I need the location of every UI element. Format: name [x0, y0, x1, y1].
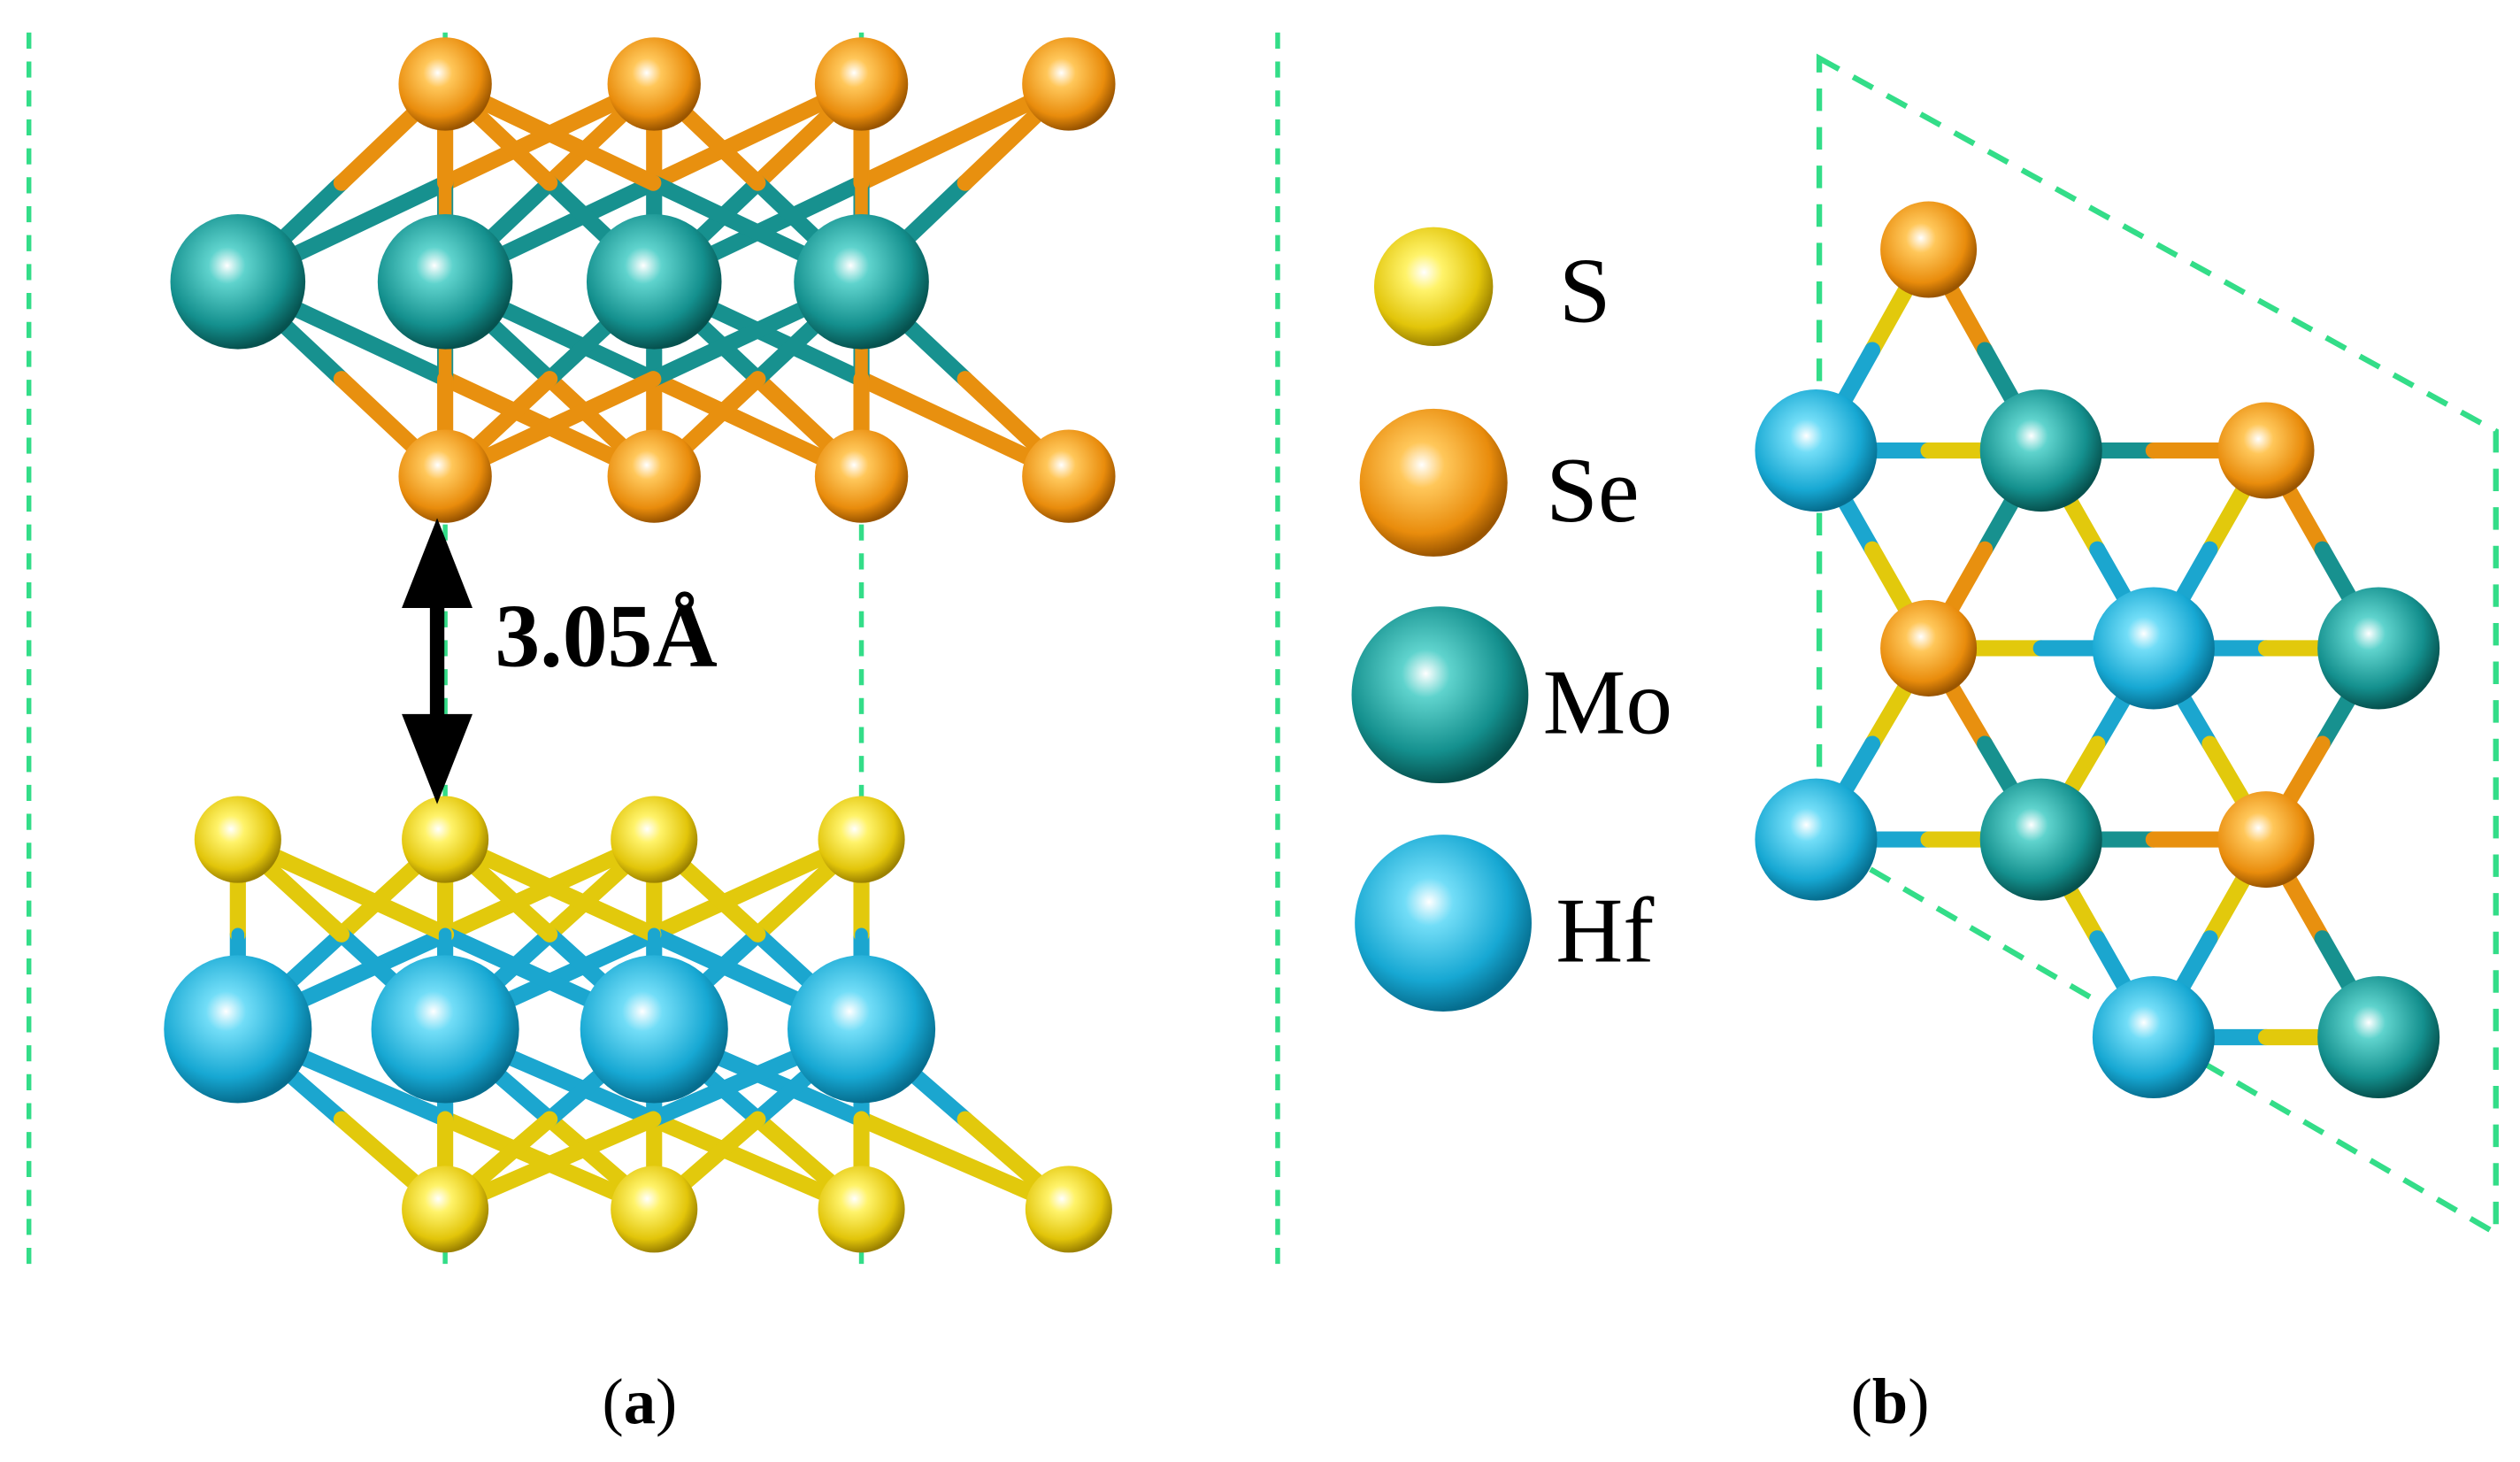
panel-a-caption: (a): [603, 1366, 678, 1437]
se-atom: [607, 429, 701, 523]
arrow-head-up: [402, 518, 472, 609]
arrow-head-down: [402, 713, 472, 804]
element-legend: S Se Mo Hf: [1351, 227, 1672, 1012]
mo-atom: [586, 214, 722, 350]
hf-atom: [164, 955, 312, 1104]
se-atom: [814, 37, 909, 131]
panel-b-top-view: (b): [1755, 53, 2499, 1437]
panel-a-side-view: 3.05Å (a): [26, 32, 1280, 1437]
legend-item-mo: Mo: [1351, 606, 1672, 784]
hf-atom: [2092, 587, 2215, 710]
interlayer-distance-arrow: [402, 518, 472, 804]
se-atom: [2217, 791, 2315, 889]
legend-label-se: Se: [1546, 438, 1639, 542]
interlayer-distance-label: 3.05Å: [495, 586, 717, 686]
hf-atom: [1755, 389, 1878, 512]
panel-b-caption: (b): [1851, 1366, 1930, 1437]
hf-atom: [371, 955, 519, 1104]
hf-atom: [1755, 778, 1878, 901]
mo-atom: [2317, 975, 2440, 1099]
s-atom: [611, 1166, 698, 1253]
se-atom: [1022, 429, 1116, 523]
se-atom: [814, 429, 909, 523]
mo-atom: [794, 214, 929, 350]
mo-atom-swatch: [1351, 606, 1529, 784]
s-atom: [818, 1166, 905, 1253]
unit-cell-outline: [1816, 53, 2499, 1239]
s-atom: [402, 796, 489, 883]
s-atom: [194, 796, 281, 883]
hf-atom: [788, 955, 936, 1104]
se-atom: [2217, 402, 2315, 499]
se-atom-swatch: [1359, 408, 1508, 557]
atoms: [1755, 201, 2440, 1099]
legend-item-hf: Hf: [1355, 835, 1655, 1012]
mo-atom: [377, 214, 513, 350]
se-atom: [1880, 201, 1978, 298]
se-atom: [1022, 37, 1116, 131]
s-atom: [818, 796, 905, 883]
hf-atom: [580, 955, 728, 1104]
se-atom: [398, 429, 492, 523]
se-atom: [607, 37, 701, 131]
s-atom: [1025, 1166, 1112, 1253]
s-atom: [611, 796, 698, 883]
s-atom-swatch: [1373, 227, 1494, 346]
legend-item-s: S: [1373, 227, 1611, 346]
mo-atom: [2317, 587, 2440, 710]
s-atom: [402, 1166, 489, 1253]
hf-atom: [2092, 975, 2215, 1099]
mo-atom: [1979, 389, 2102, 512]
legend-item-se: Se: [1359, 408, 1640, 557]
legend-label-s: S: [1559, 239, 1611, 342]
hf-atom-swatch: [1355, 835, 1532, 1012]
legend-label-hf: Hf: [1556, 879, 1655, 982]
mo-atom: [1979, 778, 2102, 901]
se-atom: [1880, 599, 1978, 696]
atoms: [164, 37, 1116, 1253]
legend-label-mo: Mo: [1543, 650, 1672, 754]
se-atom: [398, 37, 492, 131]
mo-atom: [170, 214, 306, 350]
